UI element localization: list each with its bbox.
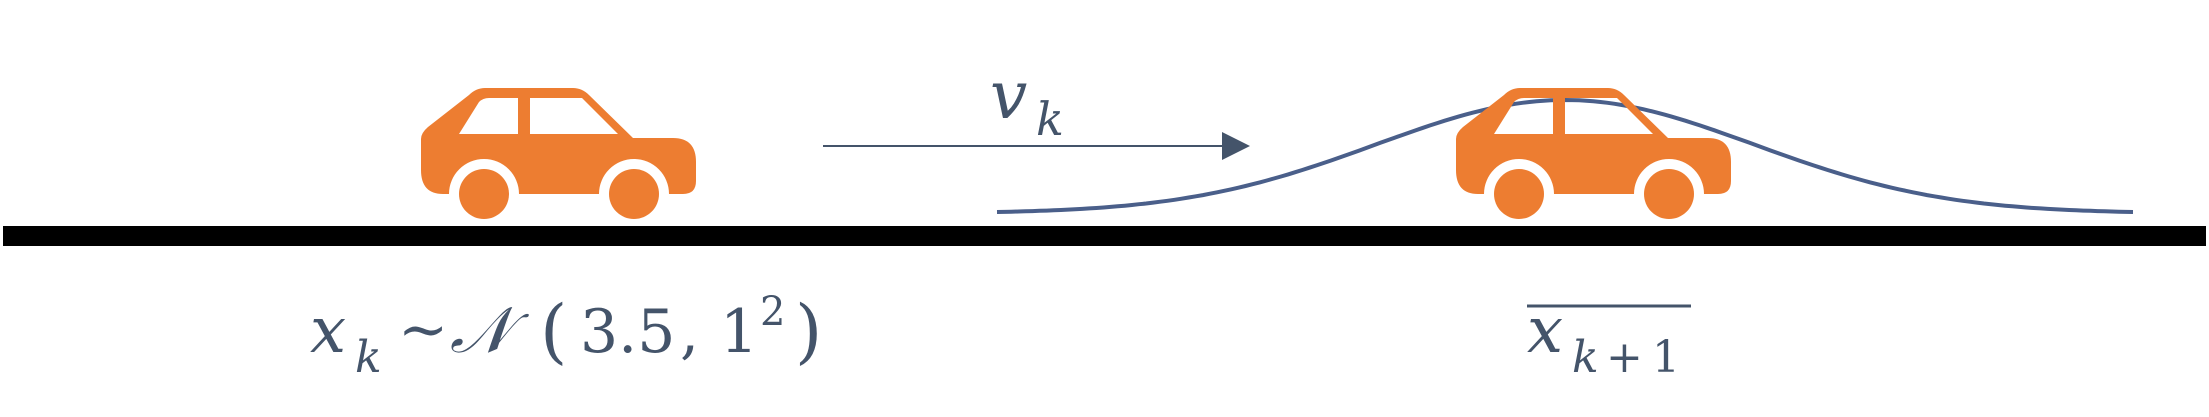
mean-value: 3.5 (580, 297, 675, 367)
car-icon (421, 88, 696, 219)
distributed-as-symbol: ~ (398, 295, 448, 365)
state-subscript: k (355, 332, 382, 383)
open-paren: ( (540, 290, 567, 372)
velocity-arrow-head (1222, 132, 1250, 160)
road-line (3, 226, 2206, 246)
velocity-subscript: k (1036, 92, 1064, 146)
predicted-state-plus: + (1606, 332, 1643, 383)
predicted-state-one: 1 (1652, 332, 1680, 383)
state-variable: x (310, 294, 346, 368)
variance-exponent: 2 (760, 289, 785, 335)
variance-base: 1 (720, 297, 758, 367)
close-paren: ) (795, 290, 822, 372)
predicted-state-subscript: k (1572, 332, 1599, 383)
comma: , (680, 297, 699, 367)
velocity-symbol: v (990, 57, 1027, 134)
car-icon (1456, 88, 1731, 219)
predicted-state-variable: x (1527, 294, 1563, 368)
normal-distribution-symbol: 𝒩 (450, 294, 530, 368)
